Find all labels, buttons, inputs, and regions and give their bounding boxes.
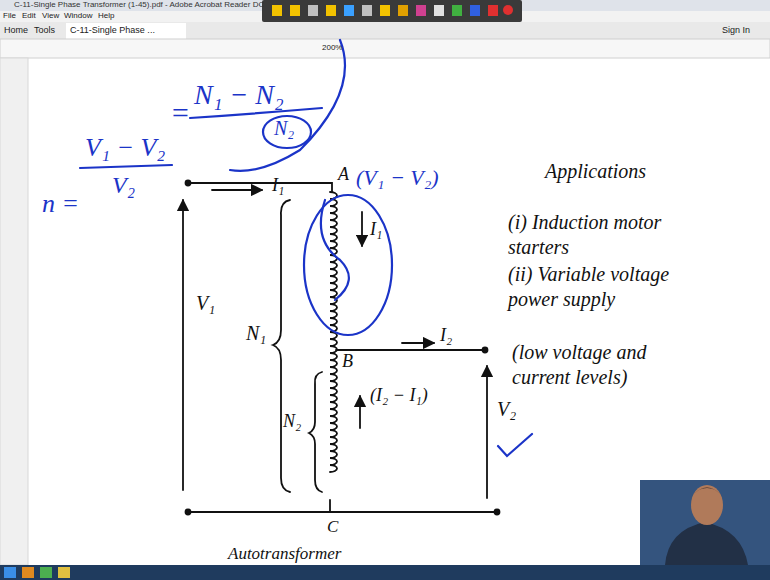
turns-label: N₂ xyxy=(283,412,301,432)
nav-tab: Home xyxy=(4,26,28,36)
terminal-label: B xyxy=(342,352,353,372)
formula-text: N₁ − N₂ xyxy=(194,80,284,111)
webcam-view xyxy=(640,480,770,565)
side-panel xyxy=(0,58,28,565)
zoom-level: 200% xyxy=(322,44,342,53)
list-heading: Applications xyxy=(545,160,646,182)
tab-bar xyxy=(0,22,770,39)
task-bar xyxy=(0,565,770,580)
tool-bar xyxy=(0,39,770,58)
application-item: (i) Induction motor starters xyxy=(508,210,688,260)
terminal-label: A xyxy=(338,165,349,185)
document-tab: C-11-Single Phase ... xyxy=(70,26,155,36)
current-label: I₂ xyxy=(440,326,452,346)
current-label: I₁ xyxy=(370,220,382,240)
formula-text: V₁ − V₂ xyxy=(85,134,165,163)
annotation-toolbar xyxy=(262,0,522,22)
menu-item: View xyxy=(42,12,59,21)
voltage-label: V₂ xyxy=(497,398,516,420)
application-note: (low voltage and current levels) xyxy=(512,340,682,390)
autotransformer-circuit xyxy=(183,181,500,515)
voltage-label: V₁ xyxy=(196,292,215,314)
blue-annotations xyxy=(80,40,532,456)
turns-label: N₁ xyxy=(246,322,266,344)
nav-tab: Tools xyxy=(34,26,55,36)
window-title: C-11-Single Phase Transformer (1-45).pdf… xyxy=(14,1,264,10)
menu-item: Edit xyxy=(22,12,36,21)
figure-caption: Autotransformer xyxy=(228,545,341,564)
menu-item: Window xyxy=(64,12,92,21)
terminal-label: C xyxy=(327,518,338,537)
application-item: (ii) Variable voltage power supply xyxy=(508,262,708,312)
sign-in-link: Sign In xyxy=(722,26,750,36)
tab xyxy=(66,23,186,39)
current-label: (I₂ − I₁) xyxy=(370,386,428,406)
menu-item: Help xyxy=(98,12,114,21)
formula-text: N₂ xyxy=(274,117,294,139)
voltage-note: (V₁ − V₂) xyxy=(356,166,439,190)
menu-item: File xyxy=(3,12,16,21)
current-label: I₁ xyxy=(272,176,284,196)
annotation-icons xyxy=(272,5,513,16)
formula-text: = xyxy=(170,96,190,129)
formula-text: V₂ xyxy=(112,172,135,198)
formula-text: n = xyxy=(42,190,79,219)
